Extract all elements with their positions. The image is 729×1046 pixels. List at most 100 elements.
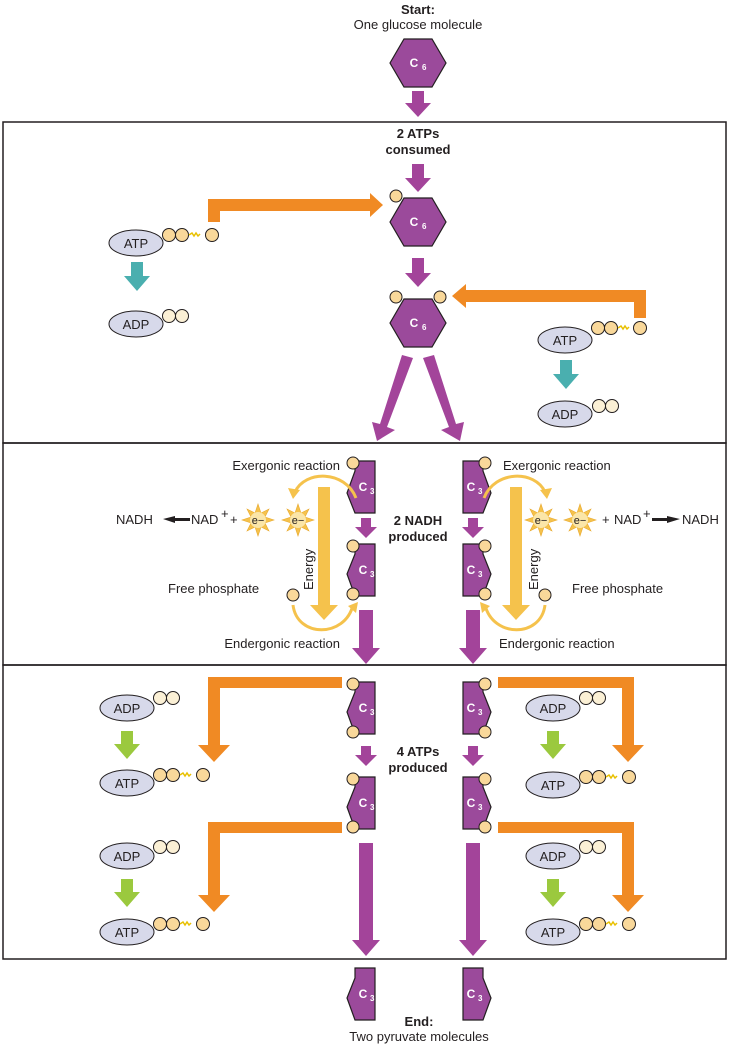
svg-text:e−: e− [252,515,265,527]
flow-arrow [459,843,487,956]
split-arrow-right [423,355,464,441]
split-arrow-left [372,355,413,441]
svg-text:C: C [467,987,476,1001]
nad-reactant-left: NAD [191,512,218,527]
flow-arrow [405,258,431,287]
plus-sign-left: + [230,512,238,527]
stage3-label-line1: 4 ATPs [397,744,440,759]
three-carbon-molecule: C 3 [346,677,376,739]
phosphate-transfer-arrow [208,193,383,222]
free-phosphate-left: Free phosphate [168,581,259,596]
svg-text:ADP: ADP [540,849,567,864]
endergonic-arrowhead [348,602,358,613]
svg-text:C: C [467,701,476,715]
svg-text:ATP: ATP [541,925,565,940]
svg-text:6: 6 [422,323,427,332]
svg-text:3: 3 [478,994,483,1003]
svg-text:3: 3 [370,708,375,717]
electron-right-2: e− [563,503,597,537]
adp-to-atp-arrow [540,879,566,907]
three-carbon-molecule: C 3 [462,456,492,514]
adp-right-stage3-1: ADP [525,691,606,722]
free-phosphate-left-circle [286,588,300,602]
svg-text:3: 3 [478,803,483,812]
exergonic-arrowhead [288,488,300,499]
svg-text:3: 3 [370,803,375,812]
svg-text:C: C [359,987,368,1001]
atp-left-stage3-1: ATP [99,768,210,797]
three-carbon-molecule: C 3 [462,539,492,601]
svg-text:ADP: ADP [552,407,579,422]
phosphate-group [433,290,447,304]
svg-text:ADP: ADP [123,317,150,332]
flow-arrow [355,518,377,538]
svg-text:ATP: ATP [124,236,148,251]
svg-text:C: C [359,701,368,715]
exergonic-label-right: Exergonic reaction [503,458,611,473]
stage2-label-line2: produced [388,529,447,544]
atp-to-adp-arrow [124,262,150,291]
reaction-arrow-right [652,516,680,523]
stage3-label-line2: produced [388,760,447,775]
svg-text:3: 3 [370,994,375,1003]
svg-text:ATP: ATP [541,778,565,793]
nadh-product-right: NADH [682,512,719,527]
flow-arrow [462,518,484,538]
fructose-bisphosphate: C 6 [389,290,447,348]
svg-text:3: 3 [370,487,375,496]
atp-to-adp-arrow [553,360,579,389]
end-heading: End: [405,1014,434,1029]
adp-to-atp-arrow [114,879,140,907]
svg-text:C: C [359,563,368,577]
exergonic-arrowhead [540,488,552,499]
three-carbon-molecule: C 3 [346,772,376,834]
energy-label-left: Energy [301,548,316,590]
exergonic-curve-right [482,474,547,499]
three-carbon-molecule: C 3 [462,677,492,739]
nad-reactant-right: NAD [614,512,641,527]
plus-sign-right: + [602,512,610,527]
adp-left-stage1: ADP [108,309,189,338]
phosphate-group [389,189,403,203]
flow-arrow [462,746,484,766]
svg-text:C: C [359,796,368,810]
glucose-molecule: C 6 [389,38,447,88]
svg-text:ADP: ADP [114,849,141,864]
endergonic-curve-left [291,604,355,632]
phosphate-transfer-arrow [498,822,644,912]
adp-right-stage1: ADP [537,399,619,428]
endergonic-label-left: Endergonic reaction [224,636,340,651]
svg-text:3: 3 [370,570,375,579]
adp-left-stage3-1: ADP [99,691,180,722]
reaction-arrow-left [163,516,190,523]
flow-arrow [355,746,377,766]
phosphate-transfer-arrow [498,677,644,762]
nad-superscript: + [643,506,651,521]
adp-left-stage3-2: ADP [99,840,180,870]
svg-text:ADP: ADP [540,701,567,716]
exergonic-label-left: Exergonic reaction [232,458,340,473]
pyruvate-left: C 3 [346,967,376,1021]
svg-text:C: C [467,563,476,577]
atp-right-stage1: ATP [537,321,647,354]
svg-text:ADP: ADP [114,701,141,716]
flow-arrow [459,610,487,664]
atp-right-stage3-2: ATP [525,917,636,946]
flow-arrow [352,843,380,956]
svg-text:C: C [410,215,419,229]
stage1-label-line2: consumed [385,142,450,157]
electron-right-1: e− [524,503,558,537]
electron-left-2: e− [281,503,315,537]
three-carbon-molecule: C 3 [346,456,376,514]
phosphate-transfer-arrow [198,677,342,762]
phosphate-transfer-arrow [198,822,342,912]
stage2-label-line1: 2 NADH [394,513,442,528]
adp-to-atp-arrow [540,731,566,759]
atp-right-stage3-1: ATP [525,770,636,799]
svg-text:e−: e− [574,515,587,527]
svg-text:ATP: ATP [115,776,139,791]
svg-text:e−: e− [535,515,548,527]
nadh-product-left: NADH [116,512,153,527]
exergonic-curve-left [293,474,358,499]
